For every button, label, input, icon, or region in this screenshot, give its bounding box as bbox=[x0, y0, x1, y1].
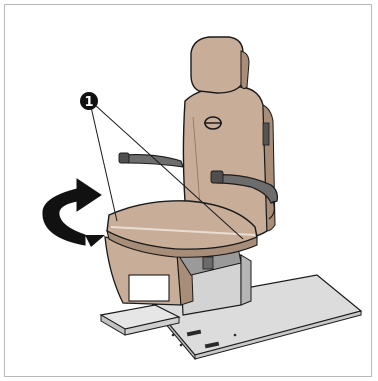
callout-number: 1 bbox=[84, 95, 93, 110]
headrest bbox=[191, 37, 249, 93]
rotation-arrow-icon bbox=[43, 179, 105, 247]
callout-marker-icon: 1 bbox=[80, 92, 98, 110]
chair-illustration: 1 bbox=[5, 5, 373, 378]
figure-frame: 1 bbox=[4, 4, 372, 377]
